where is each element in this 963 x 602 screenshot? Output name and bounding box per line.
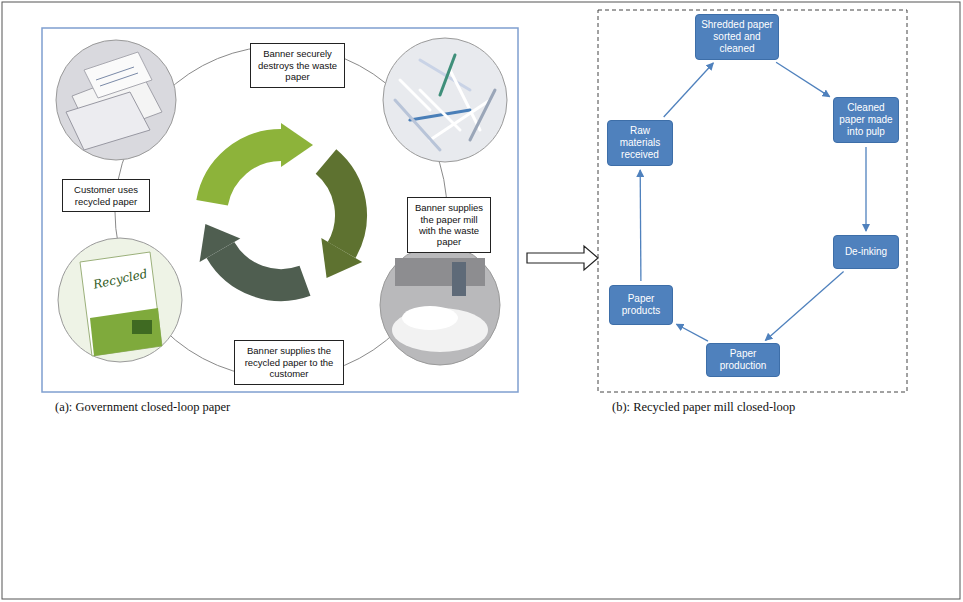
process-box: De-inking [833,235,899,269]
shred-pile [402,306,458,330]
process-box: Paper production [706,343,780,377]
paper-mill-photo [380,245,500,365]
box-text: Banner supplies the recycled paper to th… [240,345,338,379]
print-line [100,73,138,86]
panel-link-arrow [527,246,598,270]
process-box: Shredded paper sorted and cleaned [695,14,779,60]
caption: (b): Recycled paper mill closed-loop [612,400,795,415]
box-text: Shredded paper sorted and cleaned [699,19,775,55]
recycle-arrows [200,123,363,285]
panel-frame-dashed [598,10,907,392]
shred-strips [395,55,495,150]
waste-paper-photo [56,40,176,160]
caption: (a): Government closed-loop paper [55,400,230,415]
print-line [96,67,134,80]
recycle-arrow-body [212,145,281,203]
recycle-arrow-head [321,238,362,278]
box-text: Paper products [613,293,669,317]
flow-arrow [776,62,830,96]
text-box: Customer uses recycled paper [62,179,150,212]
process-box: Paper products [609,285,673,325]
recycle-arrow-head [281,123,313,167]
paper-sheet [84,52,152,98]
recycle-arrow-body [326,161,351,250]
process-box: Raw materials received [607,120,673,166]
shredded-paper-photo [383,38,507,162]
flow-arrow [865,147,866,231]
flow-arrow [765,272,843,341]
recycle-arrow-body [220,250,305,285]
text-box: Banner supplies the recycled paper to th… [234,340,344,385]
photo-circle [383,38,507,162]
photo-circle [56,40,176,160]
package-band [90,308,162,356]
flow-arrow [640,170,642,281]
photo-circle [380,245,500,365]
box-text: Customer uses recycled paper [68,184,144,207]
package-box [80,252,162,356]
panel-frame [42,28,518,392]
box-text: Paper production [710,348,776,372]
recycle-arrow-head [200,224,241,262]
box-text: Cleaned paper made into pulp [837,102,895,138]
process-box: Cleaned paper made into pulp [833,97,899,143]
wall [395,258,485,286]
recycled-package-photo [58,238,182,362]
box-text: Banner securely destroys the waste paper [256,48,339,82]
box-text: De-inking [845,246,887,258]
box-text: Raw materials received [611,125,669,161]
door [452,262,466,296]
box-text: Banner supplies the paper mill with the … [413,202,485,248]
text-box: Banner supplies the paper mill with the … [407,197,491,253]
package-badge [132,320,152,334]
flow-arrow [664,63,714,117]
text-box: Banner securely destroys the waste paper [250,43,345,88]
flow-arrow [677,324,709,341]
paper-sheet [66,92,150,150]
photo-circle [58,238,182,362]
